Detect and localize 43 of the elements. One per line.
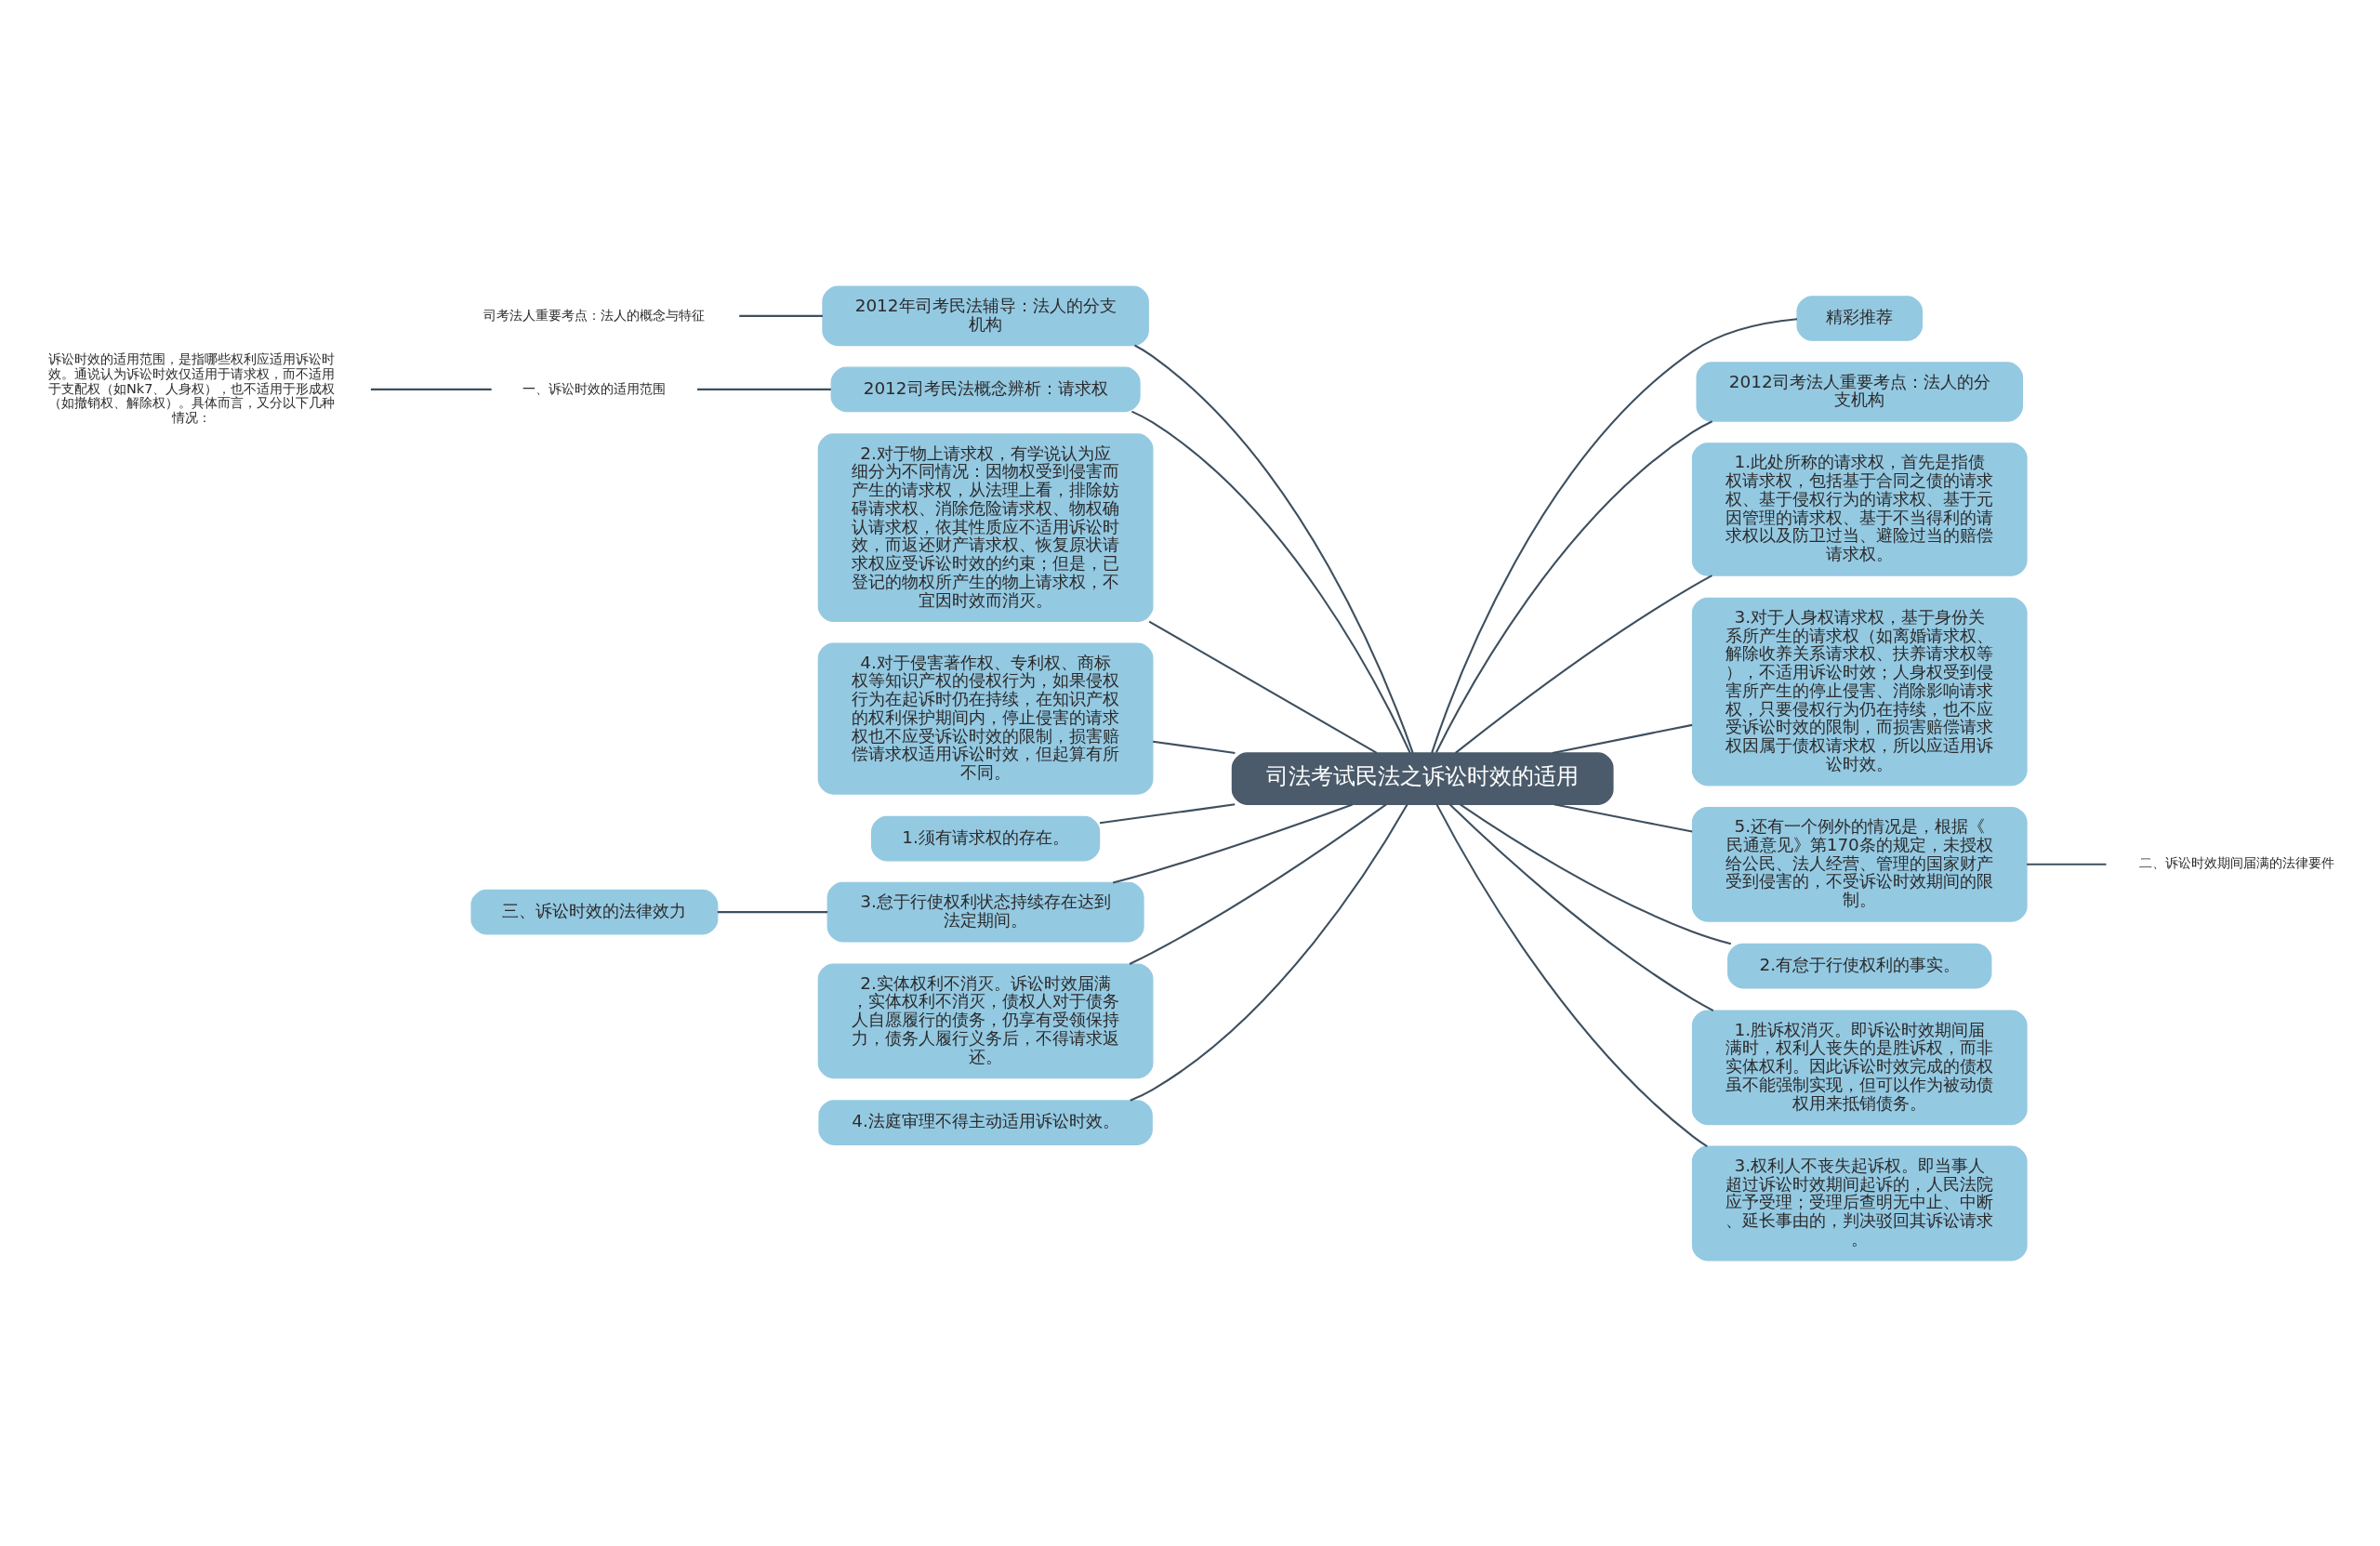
node-text: 诉讼时效的适用范围，是指哪些权利应适用诉讼时效。通说认为诉讼时效仅适用于请求权，而不适用于支配权（如Nk7、人身权），也不适用于形成权（如撤销权、解除权）。具体而言，又分以下几种情况： <box>47 350 336 425</box>
connector <box>1148 620 1378 754</box>
node-box: 2.有怠于行使权利的事实。 <box>1727 943 1992 988</box>
node-text: 二、诉讼时效期间届满的法律要件 <box>2138 854 2334 870</box>
node-box: 精彩推荐 <box>1796 295 1924 341</box>
node-box: 三、诉讼时效的法律效力 <box>470 889 719 934</box>
node-box: 1.须有请求权的存在。 <box>871 815 1101 861</box>
connector <box>1460 802 1732 945</box>
connector <box>1435 419 1713 753</box>
node-box: 4.对于侵害著作权、专利权、商标权等知识产权的侵权行为，如果侵权行为在起诉时仍在持续，在知识产权的权利保护期间内，停止侵害的请求权也不应受诉讼时效的限制，损害赔偿请求权适用诉讼时效，但起算有所不同。 <box>817 641 1154 795</box>
node-box: 4.法庭审理不得主动适用诉讼时效。 <box>818 1099 1153 1145</box>
connector <box>1448 803 1714 1011</box>
node-box: 2012司考民法概念辨析：请求权 <box>830 366 1141 412</box>
connector <box>370 388 492 390</box>
node-box: 2012司考法人重要考点：法人的分支机构 <box>1696 361 2024 422</box>
node-box: 2012年司考民法辅导：法人的分支机构 <box>822 285 1149 346</box>
connector <box>1134 344 1414 753</box>
node-box: 5.还有一个例外的情况是，根据《民通意见》第170条的规定，未授权给公民、法人经营、管理的国家财产受到侵害的，不受诉讼时效期间的限制。 <box>1691 806 2028 922</box>
node-box: 2.实体权利不消灭。诉讼时效届满，实体权利不消灭，债权人对于债务人自愿履行的债务，仍享有受领保持力，债务人履行义务后，不得请求返还。 <box>817 962 1154 1078</box>
node-box: 3.对于人身权请求权，基于身份关系所产生的请求权（如离婚请求权、解除收养关系请求权、扶养请求权等），不适用诉讼时效；人身权受到侵害所产生的停止侵害、消除影响请求权，只要侵权行为仍在持续，也不应受诉讼时效的限制，而损害赔偿请求权因属于债权请求权，所以应适用诉讼时效。 <box>1691 597 2028 786</box>
connector <box>1435 803 1708 1147</box>
connector <box>1112 802 1353 883</box>
connector <box>1552 723 1693 754</box>
connector <box>1455 574 1712 754</box>
connector <box>2027 863 2107 865</box>
connector <box>1129 802 1387 965</box>
connector <box>1554 802 1693 833</box>
node-text: 一、诉讼时效的适用范围 <box>522 380 667 396</box>
connector <box>1130 410 1411 753</box>
connector <box>1099 802 1236 824</box>
connector <box>739 314 823 317</box>
node-box: 1.此处所称的请求权，首先是指债权请求权，包括基于合同之债的请求权、基于侵权行为的请求权、基于元因管理的请求权、基于不当得利的请求权以及防卫过当、避险过当的赔偿请求权。 <box>1691 442 2028 576</box>
node-box: 1.胜诉权消灭。即诉讼时效期间届满时，权利人丧失的是胜诉权，而非实体权利。因此诉讼时效完成的债权虽不能强制实现，但可以作为被动债权用来抵销债务。 <box>1691 1009 2028 1125</box>
node-box: 3.怠于行使权利状态持续存在达到法定期间。 <box>826 881 1144 942</box>
connector <box>697 388 831 390</box>
node-box: 3.权利人不丧失起诉权。即当事人超过诉讼时效期间起诉的，人民法院应予受理；受理后查明无中止、中断、延长事由的，判决驳回其诉讼请求。 <box>1691 1145 2028 1261</box>
node-box: 2.对于物上请求权，有学说认为应细分为不同情况：因物权受到侵害而产生的请求权，从法理上看，排除妨碍请求权、消除危险请求权、物权确认请求权，依其性质应不适用诉讼时效，而返还财产请求权、恢复原状请求权应受诉讼时效的约束；但是，已登记的物权所产生的物上请求权，不宜因时效而消灭。 <box>817 432 1154 622</box>
connector <box>717 910 828 913</box>
connector <box>1431 317 1798 753</box>
connector <box>1130 803 1408 1102</box>
node-text: 司考法人重要考点：法人的概念与特征 <box>483 307 706 323</box>
node-box: 司法考试民法之诉讼时效的适用 <box>1231 751 1614 805</box>
connector <box>1153 740 1236 754</box>
